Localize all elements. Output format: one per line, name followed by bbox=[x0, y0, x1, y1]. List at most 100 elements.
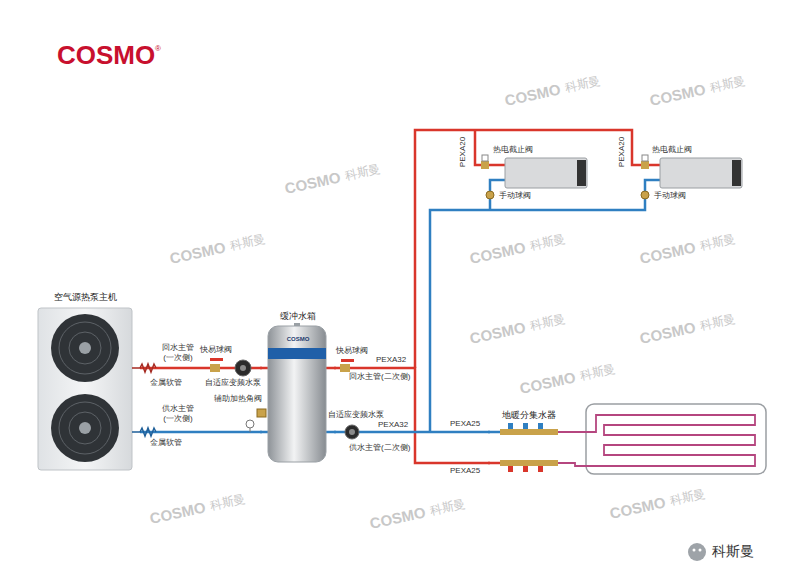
buffer-tank-illustration bbox=[268, 326, 326, 462]
label-anchor: COSMO bbox=[57, 40, 155, 71]
ball-valve-symbol bbox=[340, 364, 350, 372]
label-anchor: 热电截止阀 bbox=[493, 145, 533, 155]
label-anchor: 供水主管 (一次侧) bbox=[160, 404, 196, 423]
fan-coil-unit bbox=[505, 158, 587, 188]
manifold-illustration bbox=[508, 423, 513, 429]
floor-heating-loop bbox=[558, 404, 766, 474]
metal-hose-symbol bbox=[132, 364, 156, 436]
label-anchor: 科斯曼 bbox=[429, 497, 467, 519]
buffer-tank-illustration bbox=[268, 323, 326, 462]
label-anchor: COSMO bbox=[283, 168, 342, 197]
pipe-size: PEXA32 bbox=[378, 420, 408, 430]
valve-label: 热电截止阀 bbox=[652, 145, 692, 155]
account-icon bbox=[693, 549, 696, 552]
valve-label: 热电截止阀 bbox=[493, 145, 533, 155]
heat-pump-unit: 空气源热泵主机 bbox=[30, 290, 140, 472]
watermark: COSMO bbox=[168, 238, 227, 267]
heat-pump-illustration bbox=[38, 308, 132, 470]
manifold-illustration bbox=[523, 466, 528, 472]
account-icon bbox=[688, 543, 706, 561]
label-anchor: 回水主管 (一次侧) bbox=[160, 343, 196, 362]
tank-brand: COSMO bbox=[262, 336, 334, 343]
heat-pump-illustration bbox=[79, 342, 91, 354]
label-anchor: ® bbox=[155, 44, 161, 54]
metal-hose-symbol bbox=[132, 364, 156, 372]
buffer-tank: 缓冲水箱 COSMO bbox=[262, 309, 334, 464]
label-anchor: 供水主管(二次侧) bbox=[349, 443, 410, 453]
ball-valve-symbol bbox=[210, 358, 223, 361]
manifold-heading: 地暖分集水器 bbox=[490, 410, 568, 421]
label-anchor: 科斯曼 bbox=[709, 74, 747, 96]
watermark: 科斯曼 bbox=[229, 232, 267, 254]
watermark: 科斯曼 bbox=[344, 162, 382, 184]
fan-coil-unit bbox=[732, 160, 741, 186]
label-anchor: 科斯曼 bbox=[579, 362, 617, 384]
account-icon bbox=[699, 549, 702, 552]
valve-label: 手动球阀 bbox=[654, 191, 686, 201]
manual-valve-symbol bbox=[641, 191, 649, 199]
hose-label: 金属软管 bbox=[150, 438, 182, 448]
pump-label: 自适应变频水泵 bbox=[205, 378, 261, 388]
registered-mark: ® bbox=[155, 44, 161, 54]
manifold-illustration bbox=[500, 460, 558, 466]
watermark: COSMO bbox=[648, 80, 707, 109]
watermark: COSMO bbox=[518, 368, 577, 397]
label-anchor: 科斯曼 bbox=[669, 487, 707, 509]
label-anchor: COSMO bbox=[468, 318, 527, 347]
label-anchor: COSMO bbox=[503, 80, 562, 109]
valve-label: 快易球阀 bbox=[200, 345, 232, 355]
brand-logo: COSMO bbox=[57, 40, 155, 71]
pipe-size: PEXA20 bbox=[458, 137, 468, 167]
ball-valve-symbol bbox=[210, 364, 220, 372]
label-anchor: 回水主管(二次侧) bbox=[349, 372, 410, 382]
label-anchor: COSMO bbox=[608, 493, 667, 522]
pipe-label: 回水主管(二次侧) bbox=[349, 372, 410, 382]
account-icon bbox=[688, 543, 706, 561]
angle-valve-symbol bbox=[250, 428, 251, 432]
pipe-size: PEXA25 bbox=[450, 419, 480, 429]
label-anchor: COSMO bbox=[638, 318, 697, 347]
pipe-stub bbox=[325, 431, 336, 434]
watermark: COSMO bbox=[468, 318, 527, 347]
label-anchor: 科斯曼 bbox=[229, 232, 267, 254]
manifold-illustration bbox=[508, 466, 513, 472]
watermark: COSMO bbox=[283, 168, 342, 197]
watermark: COSMO bbox=[368, 503, 427, 532]
manifold-illustration bbox=[500, 429, 558, 435]
watermark: 科斯曼 bbox=[699, 312, 737, 334]
thermal-valve-symbol bbox=[642, 155, 648, 161]
valve-label: 手动球阀 bbox=[499, 191, 531, 201]
manifold-illustration bbox=[538, 466, 543, 472]
account-name: 科斯曼 bbox=[712, 543, 754, 560]
label-anchor: 科斯曼 bbox=[699, 312, 737, 334]
manifold-illustration bbox=[538, 423, 543, 429]
buffer-tank-illustration bbox=[268, 348, 326, 359]
label-anchor: PEXA25 bbox=[450, 419, 480, 429]
heat-pump-illustration bbox=[59, 402, 111, 454]
watermark: COSMO bbox=[468, 238, 527, 267]
pump-symbol bbox=[235, 360, 251, 376]
watermark: 科斯曼 bbox=[529, 312, 567, 334]
fan-coil-pipes bbox=[415, 130, 660, 432]
watermark: COSMO bbox=[638, 238, 697, 267]
manifold-illustration bbox=[500, 423, 558, 472]
watermark: 科斯曼 bbox=[669, 487, 707, 509]
label-anchor: PEXA20 bbox=[458, 137, 468, 167]
label-anchor: PEXA20 bbox=[617, 137, 627, 167]
unit-heading: 空气源热泵主机 bbox=[30, 292, 140, 303]
tank-heading: 缓冲水箱 bbox=[262, 311, 334, 322]
heat-pump-illustration bbox=[38, 308, 132, 470]
label-anchor: 手动球阀 bbox=[654, 191, 686, 201]
pipe-size: PEXA20 bbox=[617, 137, 627, 167]
pipe-stub bbox=[488, 462, 501, 465]
label-anchor: 科斯曼 bbox=[344, 162, 382, 184]
valve-label: 快易球阀 bbox=[336, 346, 368, 356]
label-anchor: 热电截止阀 bbox=[652, 145, 692, 155]
watermark: COSMO bbox=[148, 498, 207, 527]
pipe-label: 供水主管(二次侧) bbox=[349, 443, 410, 453]
label-anchor: 快易球阀 bbox=[336, 346, 368, 356]
pump-label: 自适应变频水泵 bbox=[328, 410, 384, 420]
floor-heating-manifold: 地暖分集水器 bbox=[490, 408, 568, 473]
pump-symbol bbox=[240, 365, 246, 371]
label-anchor: 自适应变频水泵 bbox=[328, 410, 384, 420]
